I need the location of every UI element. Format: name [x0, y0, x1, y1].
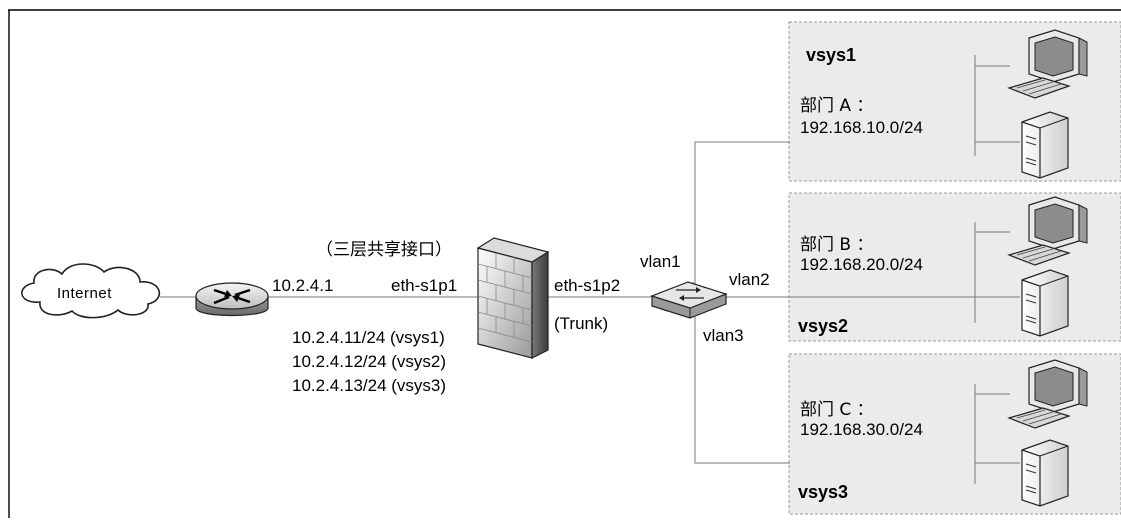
- port-eth-s1p1-label: eth-s1p1: [391, 276, 458, 295]
- server-icon: [1021, 269, 1069, 337]
- vlan2-label: vlan2: [729, 270, 770, 289]
- trunk-label: (Trunk): [554, 314, 609, 333]
- server-icon: [1021, 111, 1069, 179]
- vsys-ip-label: 10.2.4.13/24 (vsys3): [292, 376, 447, 395]
- server-icon: [1021, 439, 1069, 507]
- vsys-ip-label: 10.2.4.12/24 (vsys2): [292, 352, 447, 371]
- links: [160, 55, 1020, 484]
- port-eth-s1p2-label: eth-s1p2: [554, 276, 621, 295]
- dept-b-subnet: 192.168.20.0/24: [800, 255, 923, 274]
- vsys-ip-label: 10.2.4.11/24 (vsys1): [292, 328, 445, 347]
- firewall-icon: [476, 237, 550, 359]
- vlan3-label: vlan3: [703, 326, 744, 345]
- switch-icon: [650, 281, 728, 319]
- internet-label: Internet: [57, 285, 112, 302]
- dept-b-label: 部门 B ：: [800, 235, 874, 255]
- router-icon: [195, 282, 269, 317]
- shared-interface-note: （三层共享接口）: [316, 240, 452, 260]
- router-ip-label: 10.2.4.1: [272, 276, 334, 295]
- internet-cloud-icon: [21, 263, 160, 319]
- vlan1-label: vlan1: [640, 252, 681, 271]
- dept-a-subnet: 192.168.10.0/24: [800, 118, 923, 137]
- dept-c-label: 部门 C ：: [800, 400, 874, 420]
- dept-c-subnet: 192.168.30.0/24: [800, 420, 923, 439]
- vsys3-label: vsys3: [798, 482, 849, 502]
- vsys1-label: vsys1: [806, 45, 857, 65]
- dept-a-label: 部门 A ：: [800, 96, 874, 116]
- vsys2-label: vsys2: [798, 316, 849, 336]
